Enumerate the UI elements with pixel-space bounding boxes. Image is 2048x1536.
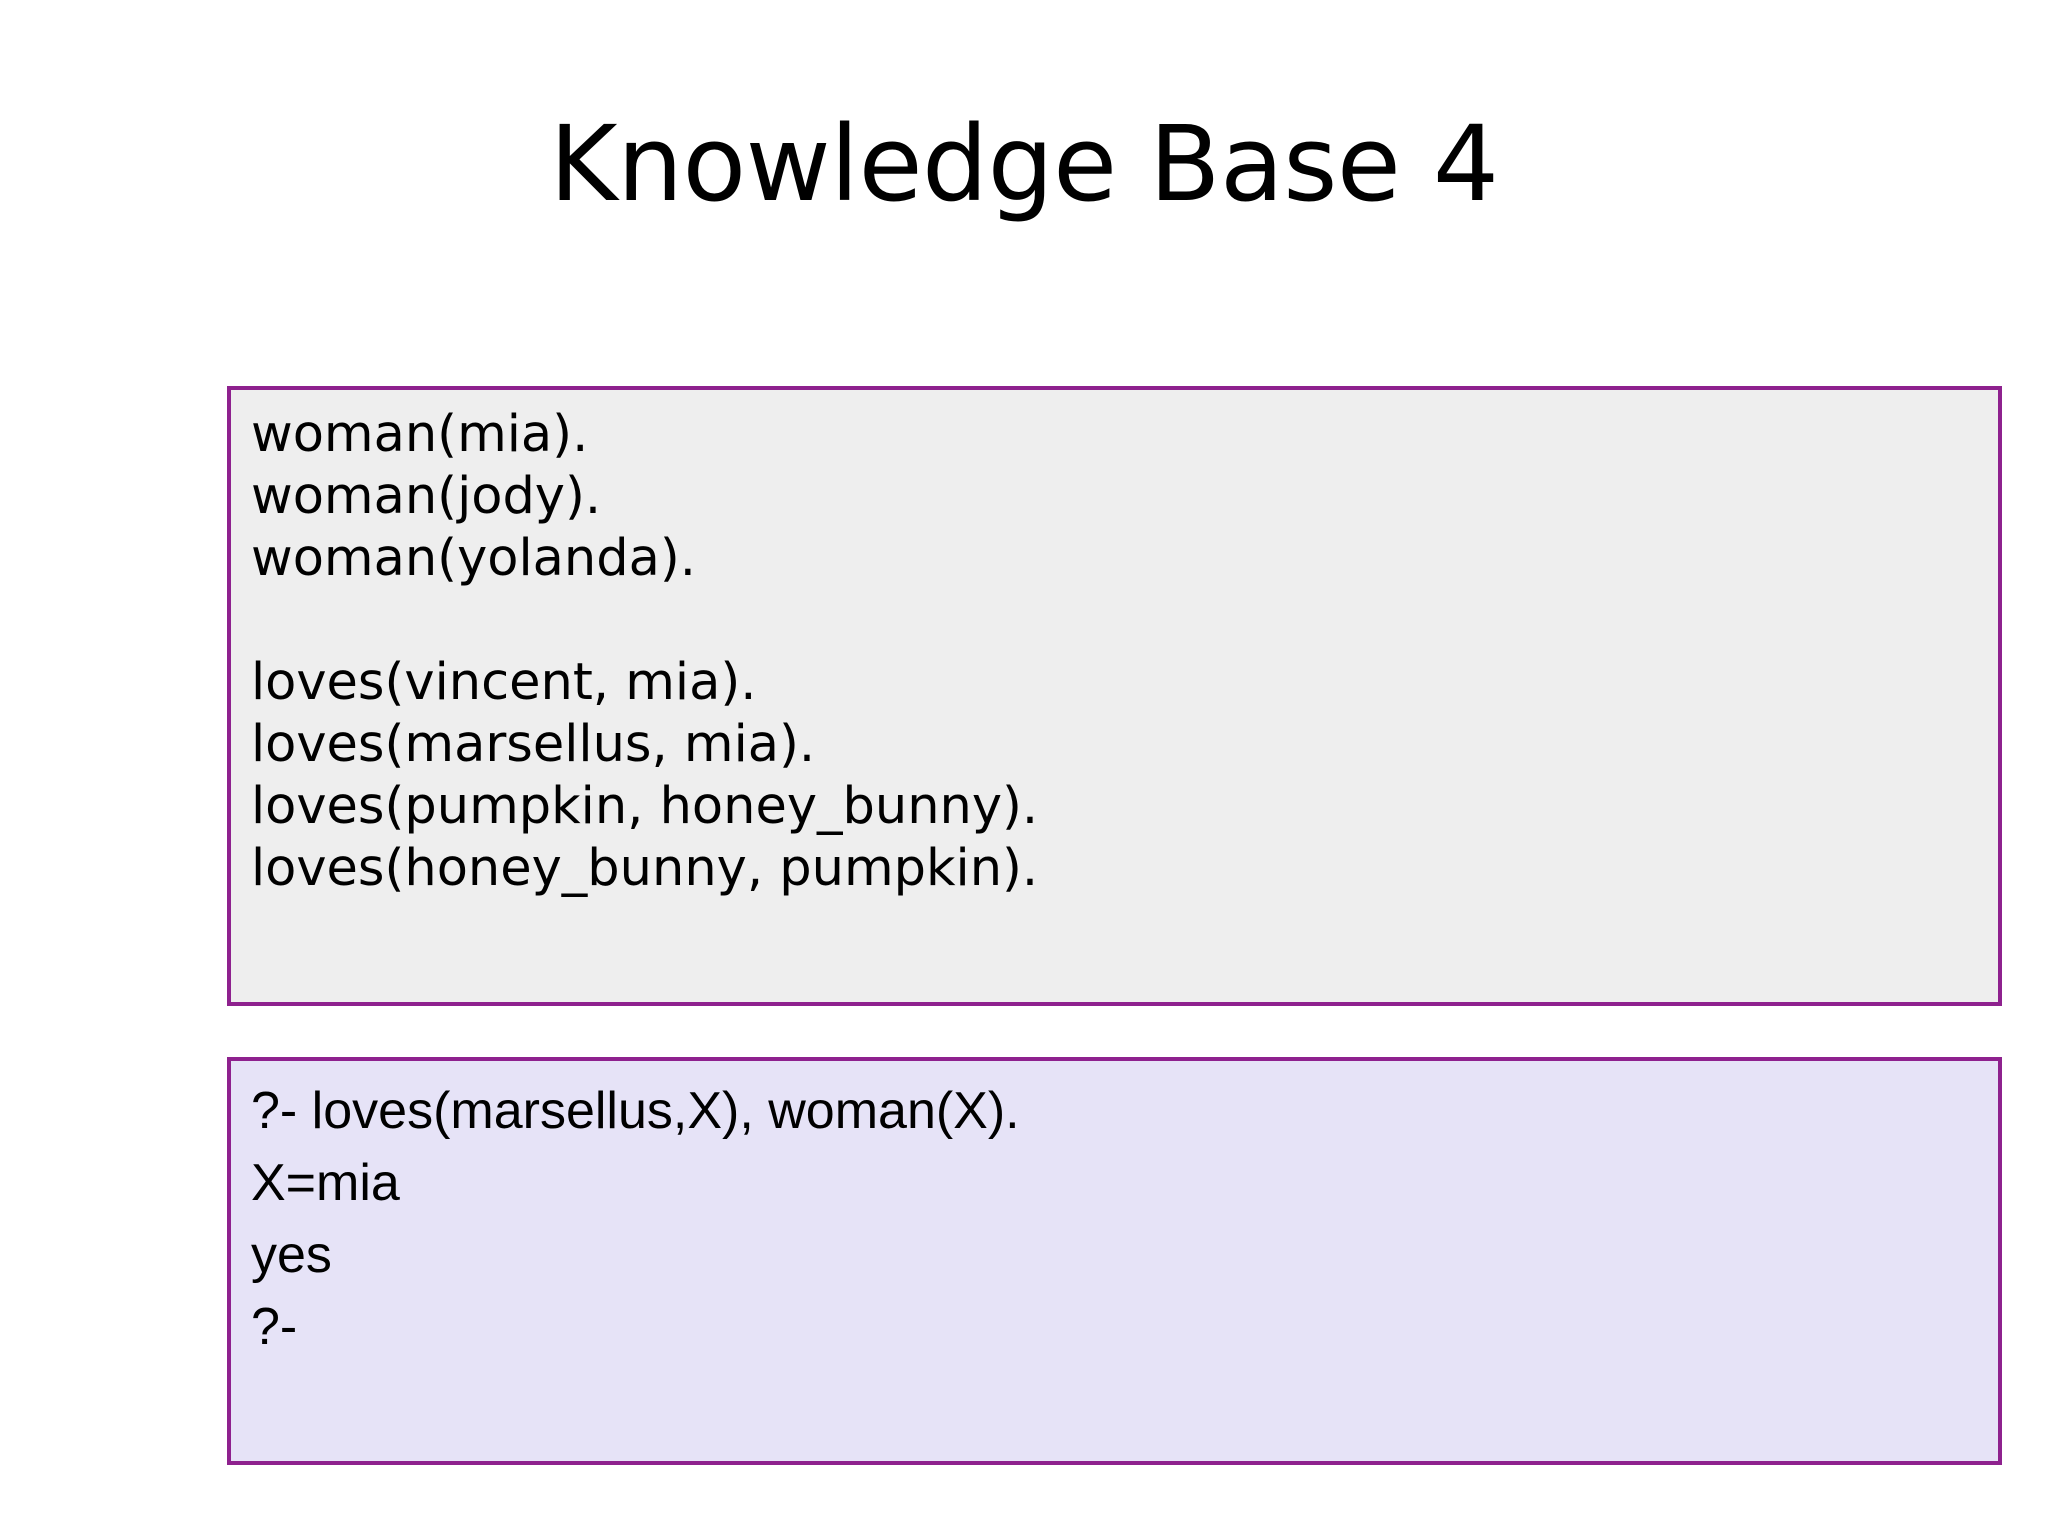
page-title: Knowledge Base 4 — [549, 103, 1499, 225]
code-line: woman(yolanda). — [251, 529, 696, 588]
result-line: yes — [251, 1226, 332, 1284]
prolog-query-box: ?- loves(marsellus,X), woman(X). X=mia y… — [227, 1057, 2002, 1465]
query-line: ?- loves(marsellus,X), woman(X). — [251, 1082, 1020, 1140]
code-line: woman(jody). — [251, 467, 602, 526]
code-line: loves(marsellus, mia). — [251, 715, 816, 774]
code-line: loves(honey_bunny, pumpkin). — [251, 839, 1039, 898]
prompt-line: ?- — [251, 1298, 298, 1356]
knowledge-base-facts-box: woman(mia). woman(jody). woman(yolanda).… — [227, 386, 2002, 1006]
knowledge-base-facts-lines: woman(mia). woman(jody). woman(yolanda).… — [251, 404, 1988, 900]
code-line: loves(vincent, mia). — [251, 653, 757, 712]
code-line: loves(pumpkin, honey_bunny). — [251, 777, 1039, 836]
prolog-query-lines: ?- loves(marsellus,X), woman(X). X=mia y… — [251, 1075, 1988, 1363]
binding-line: X=mia — [251, 1154, 400, 1212]
code-line: woman(mia). — [251, 405, 589, 464]
code-line-blank — [251, 590, 1988, 652]
